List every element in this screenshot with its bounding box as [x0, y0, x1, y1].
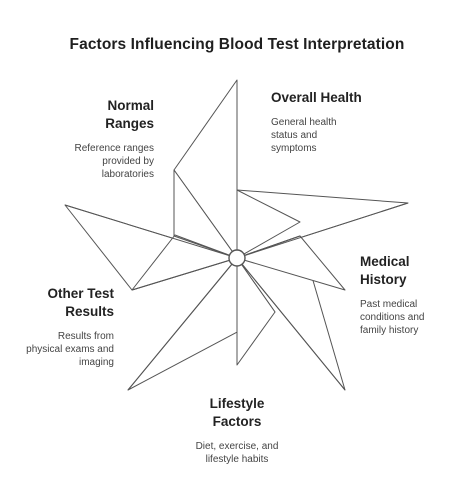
medical-history-heading: Medical History [360, 253, 470, 289]
lifestyle-factors-heading-line: Lifestyle [209, 396, 265, 411]
normal-ranges-desc-line: provided by [102, 156, 154, 167]
center-hub [228, 249, 246, 267]
overall-health-description: General health status and symptoms [271, 116, 431, 155]
lifestyle-factors-description: Diet, exercise, and lifestyle habits [157, 440, 317, 466]
overall-health-label: Overall Health General health status and… [271, 89, 431, 155]
normal-ranges-description: Reference ranges provided by laboratorie… [20, 142, 155, 181]
other-test-results-description: Results from physical exams and imaging [10, 330, 114, 369]
medical-history-description: Past medical conditions and family histo… [360, 298, 470, 337]
medical-history-label: Medical History Past medical conditions … [360, 253, 470, 337]
normal-ranges-heading-line: Normal [107, 98, 154, 113]
lifestyle-factors-desc-line: lifestyle habits [205, 454, 269, 465]
overall-health-desc-line: General health [271, 117, 337, 128]
spoke-7 [131, 257, 238, 291]
other-test-results-desc-line: imaging [78, 357, 114, 368]
medical-history-desc-line: conditions and [360, 312, 425, 323]
spoke-8 [236, 235, 301, 259]
spoke-4 [127, 257, 238, 391]
medical-history-heading-line: History [360, 272, 407, 287]
overall-health-heading: Overall Health [271, 90, 362, 105]
normal-ranges-label: Normal Ranges Reference ranges provided … [20, 97, 155, 181]
lifestyle-factors-desc-line: Diet, exercise, and [195, 441, 279, 452]
normal-ranges-desc-line: Reference ranges [74, 143, 155, 154]
overall-health-desc-line: status and [271, 130, 318, 141]
overall-health-desc-line: symptoms [271, 143, 317, 154]
spoke-9 [173, 235, 238, 259]
medical-history-desc-line: Past medical [360, 299, 418, 310]
other-test-results-heading-line: Other Test [47, 286, 114, 301]
medical-history-desc-line: family history [360, 325, 419, 336]
normal-ranges-heading: Normal Ranges [20, 97, 154, 133]
lifestyle-factors-label: Lifestyle Factors Diet, exercise, and li… [157, 395, 317, 466]
normal-ranges-desc-line: laboratories [101, 169, 154, 180]
spoke-2 [236, 202, 409, 259]
spoke-5 [64, 204, 238, 259]
spoke-3 [236, 257, 346, 391]
lifestyle-factors-heading-line: Factors [212, 414, 262, 429]
other-test-results-heading: Other Test Results [10, 285, 114, 321]
diagram-title: Factors Influencing Blood Test Interpret… [69, 36, 405, 53]
other-test-results-label: Other Test Results Results from physical… [10, 285, 114, 369]
other-test-results-heading-line: Results [65, 304, 114, 319]
other-test-results-desc-line: Results from [57, 331, 114, 342]
normal-ranges-heading-line: Ranges [105, 116, 154, 131]
other-test-results-desc-line: physical exams and [26, 344, 114, 355]
lifestyle-factors-heading: Lifestyle Factors [157, 395, 317, 431]
medical-history-heading-line: Medical [360, 254, 410, 269]
